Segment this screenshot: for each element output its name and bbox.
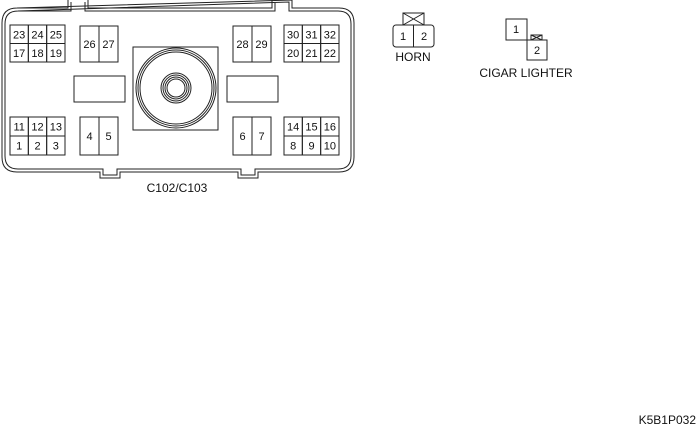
pin-number: 8 [290,141,296,153]
cigar-lighter-label: CIGAR LIGHTER [479,66,573,80]
horn-label: HORN [395,50,430,64]
pin-number: 6 [239,131,245,143]
pin-number: 12 [31,122,43,134]
pin-number: 7 [258,131,264,143]
pin-number: 27 [102,39,114,51]
pin-number: 22 [324,48,336,60]
pin-number: 29 [255,39,267,51]
pin-block: 30 31 32 20 21 22 [283,24,340,63]
pin-cell [98,116,119,156]
pin-cell [251,25,272,63]
locking-tab-icon [402,12,425,26]
pin-number: 31 [305,29,317,41]
connector-label: C102/C103 [147,181,208,195]
pin-number: 9 [308,141,314,153]
left-guide-slot [73,75,126,103]
pin-number: 25 [50,29,62,41]
pin-block: 26 27 [79,25,119,63]
pin-number: 10 [324,141,336,153]
center-bolt-icon [135,47,217,129]
center-bolt-housing [132,46,219,131]
pin-cell [98,25,119,63]
pin-cell [251,116,272,156]
locking-tab-icon [530,34,543,41]
pin-block: 28 29 [232,25,272,63]
cigar-pin-2: 2 [534,45,540,57]
horn-pin-1: 1 [400,31,406,43]
pin-cell [46,43,66,63]
connector-horn: 1 2 HORN [392,12,435,64]
pin-number: 14 [287,122,299,134]
pin-block: 23 24 25 17 18 19 [9,24,66,63]
pin-cell [320,135,340,156]
pin-number: 23 [13,29,25,41]
pin-number: 24 [31,29,43,41]
pin-number: 21 [305,48,317,60]
figure-id: K5B1P032 [639,413,697,427]
pin-number: 17 [13,48,25,60]
pin-cell [46,135,66,156]
pin-number: 18 [31,48,43,60]
pin-number: 1 [16,141,22,153]
pin-number: 13 [50,122,62,134]
horn-pin-2: 2 [421,31,427,43]
pin-number: 4 [86,131,92,143]
connector-body-outline [1,0,355,179]
cigar-pin-1-box [505,18,528,41]
pin-number: 20 [287,48,299,60]
connector-cigar-lighter: 1 2 CIGAR LIGHTER [479,18,573,80]
connector-body-inner-outline [4,1,352,176]
cigar-pin-1: 1 [513,24,519,36]
pin-number: 28 [236,39,248,51]
pin-cell [320,43,340,63]
pin-number: 32 [324,29,336,41]
pin-number: 30 [287,29,299,41]
pin-number: 3 [53,141,59,153]
pin-number: 11 [13,122,24,134]
pin-number: 2 [34,141,40,153]
right-guide-slot [226,75,279,103]
pin-number: 5 [105,131,111,143]
pin-number: 15 [305,122,317,134]
pin-number: 19 [50,48,62,60]
pin-number: 26 [83,39,95,51]
pin-number: 16 [324,122,336,134]
